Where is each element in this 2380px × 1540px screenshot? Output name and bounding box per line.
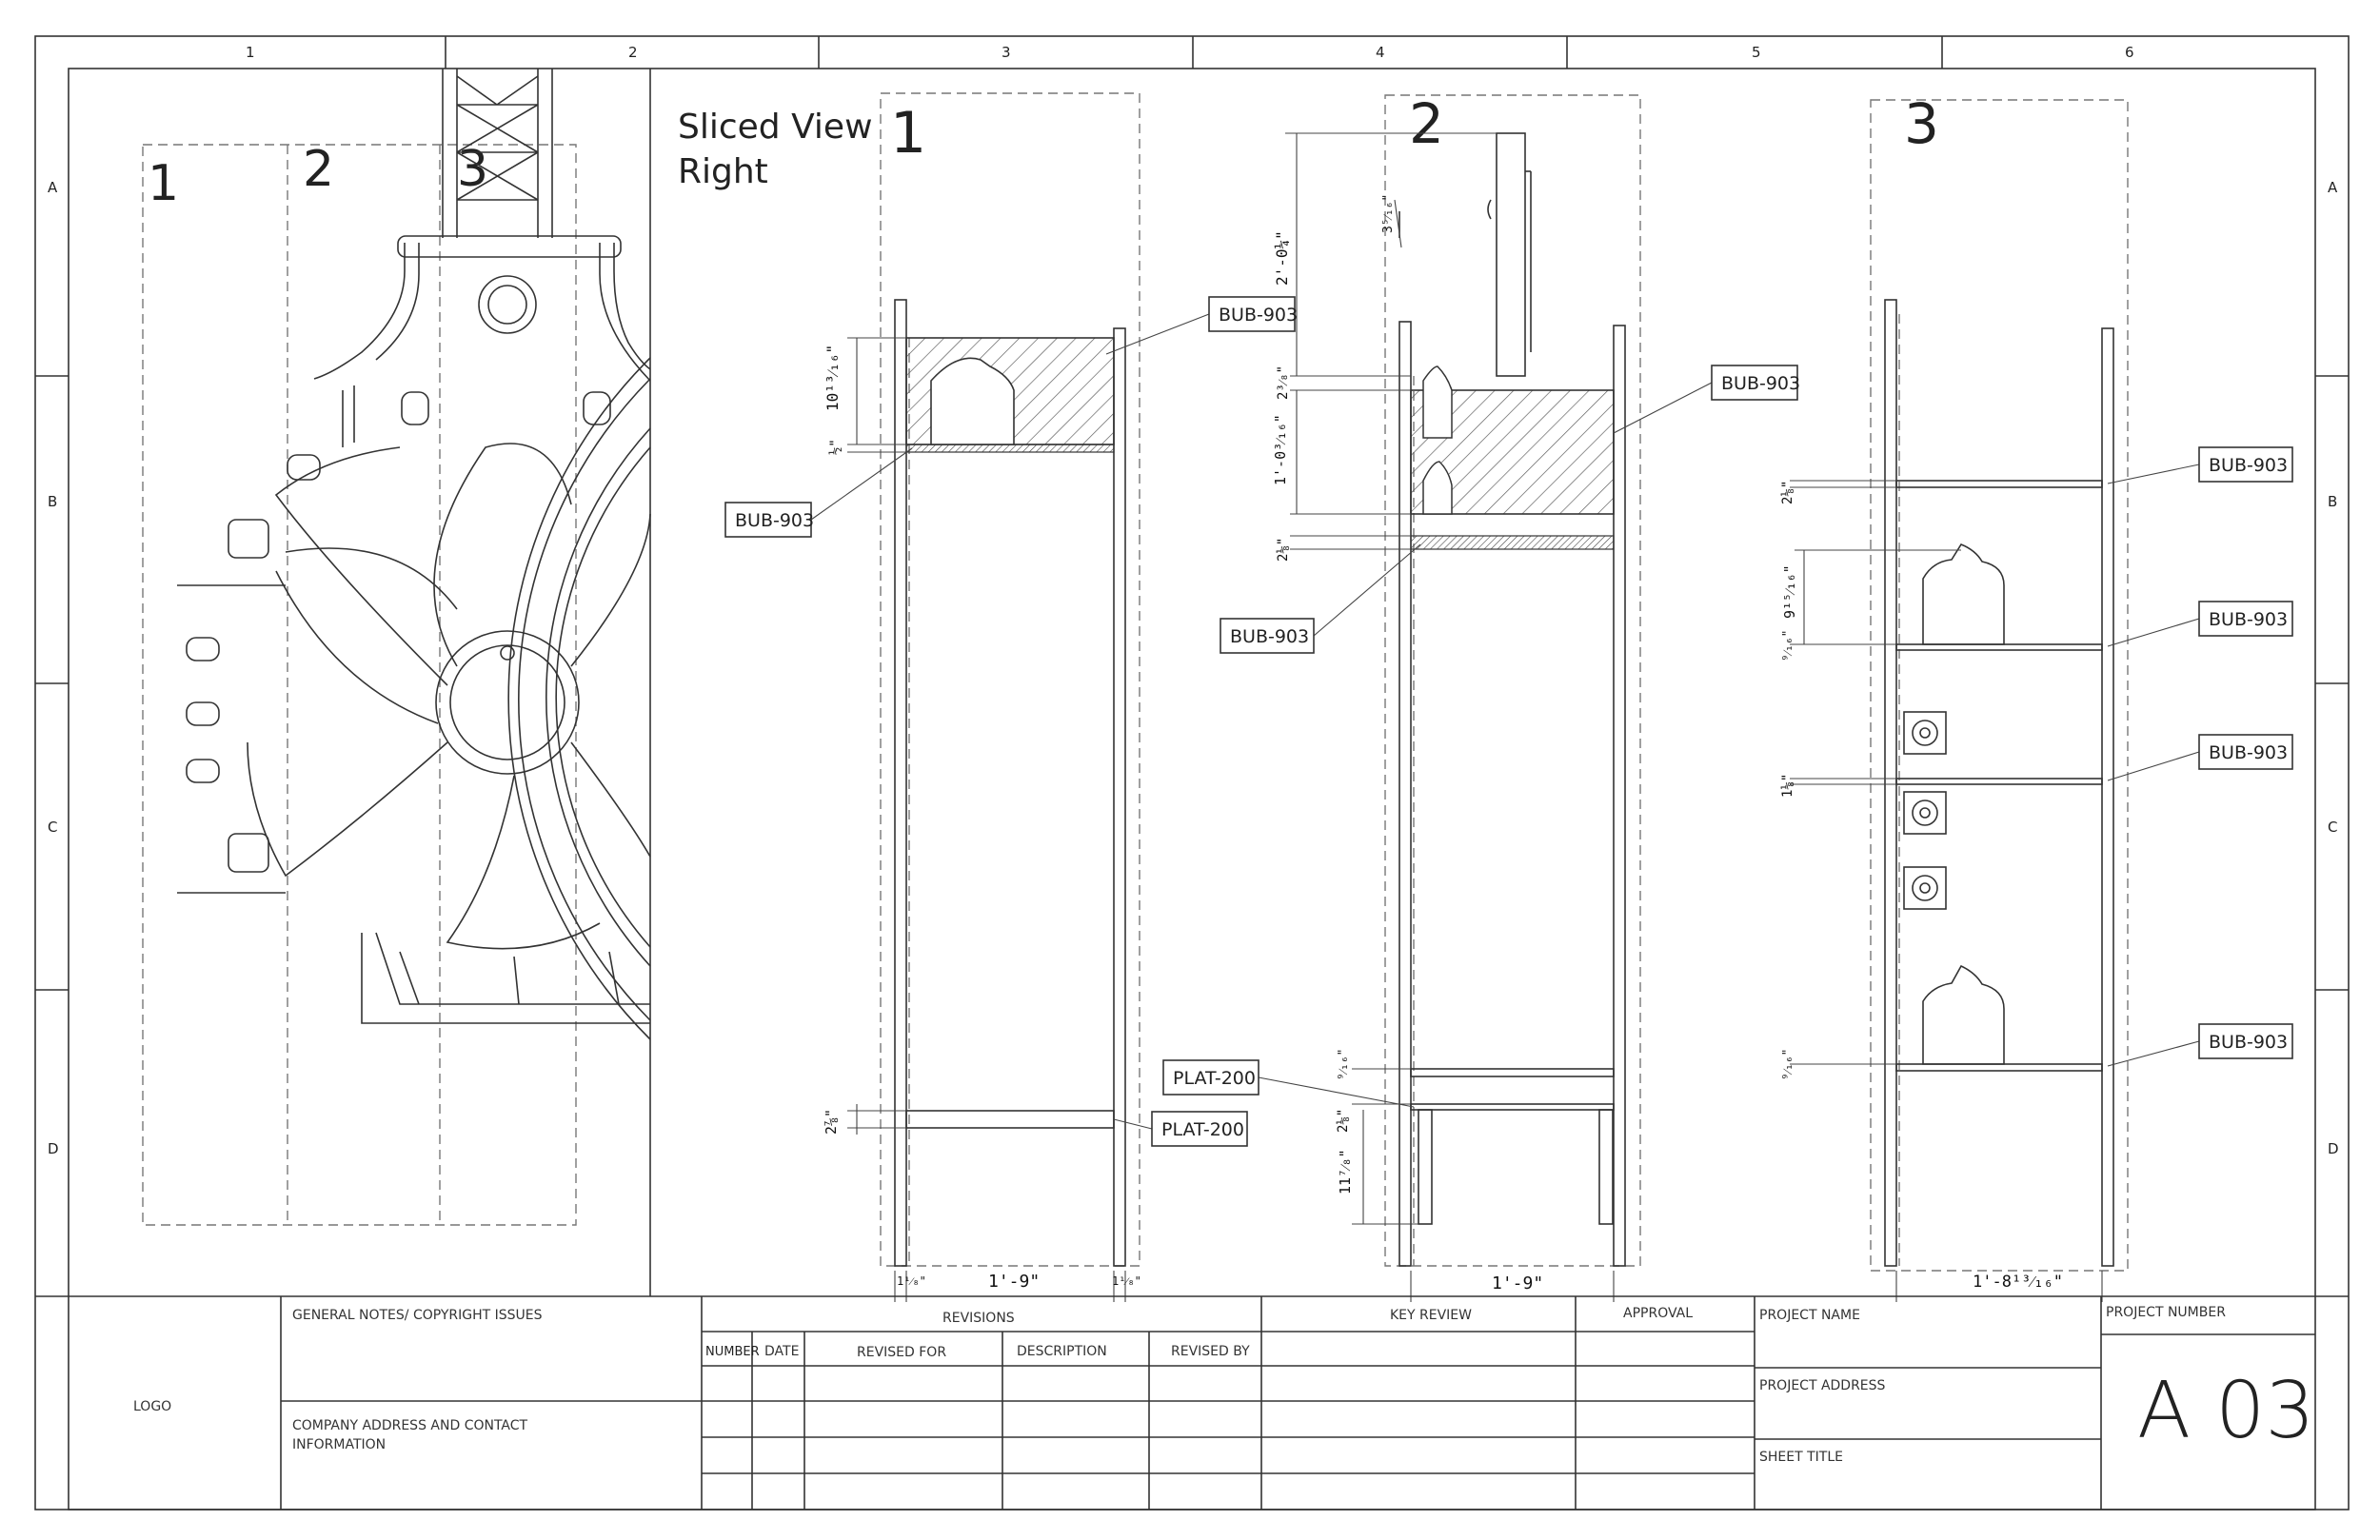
slice-number: 3	[1904, 91, 1939, 156]
dimension-label: 10¹³⁄₁₆"	[823, 345, 842, 411]
dimension-label: ⁹⁄₁₆"	[1781, 630, 1795, 661]
row-label: C	[48, 819, 57, 836]
svg-text:PLAT-200: PLAT-200	[1173, 1068, 1256, 1089]
title-block: LOGO GENERAL NOTES/ COPYRIGHT ISSUES COM…	[35, 1295, 2349, 1510]
view-subtitle: Right	[678, 152, 768, 191]
svg-text:BUB-903: BUB-903	[2209, 1032, 2288, 1053]
callout-tag: BUB-903	[724, 502, 814, 538]
dimension-label: 2⅛"	[1780, 481, 1795, 504]
dimension-label: ⁹⁄₁₆"	[1337, 1049, 1351, 1080]
dimension-label: 2⅛"	[1276, 538, 1291, 562]
slice-2: 2 2'-0¼" 3⁵⁄₁₆" 2³⁄₈" 1'-0³⁄₁₆" 2⅛"	[1272, 91, 1641, 1302]
svg-text:BUB-903: BUB-903	[1219, 305, 1298, 326]
key-review-label: KEY REVIEW	[1390, 1308, 1472, 1323]
logo-placeholder: LOGO	[133, 1399, 171, 1414]
column-label: 6	[2125, 44, 2134, 61]
slice-number: 1	[890, 100, 926, 167]
row-label: A	[2328, 179, 2338, 196]
dimension-label: 2³⁄₈"	[1276, 365, 1291, 400]
ring-fixtures	[177, 385, 611, 894]
row-label: D	[48, 1140, 59, 1157]
column-label: 4	[1376, 44, 1385, 61]
svg-text:BUB-903: BUB-903	[1230, 626, 1309, 647]
dimension-label: 11⁷⁄₈"	[1337, 1149, 1354, 1194]
column-label: 1	[246, 44, 255, 61]
revision-column-header: DESCRIPTION	[1017, 1344, 1107, 1359]
dimension-label: 2'-0¼"	[1273, 230, 1291, 286]
revision-column-header: DATE	[764, 1344, 799, 1359]
row-label: D	[2328, 1140, 2339, 1157]
overview-slice-number: 1	[148, 155, 179, 212]
callout-tag: BUB-903	[2198, 1023, 2293, 1059]
dimension-label: ⁹⁄₁₆"	[1781, 1049, 1795, 1080]
truss-tower	[442, 69, 553, 238]
general-notes-label: GENERAL NOTES/ COPYRIGHT ISSUES	[292, 1308, 543, 1323]
slice-number: 2	[1409, 91, 1444, 156]
project-address-label: PROJECT ADDRESS	[1759, 1378, 1886, 1393]
svg-text:PLAT-200: PLAT-200	[1161, 1119, 1244, 1140]
revision-column-header: REVISED BY	[1171, 1344, 1250, 1359]
svg-text:BUB-903: BUB-903	[2209, 455, 2288, 476]
project-number-label: PROJECT NUMBER	[2106, 1305, 2226, 1320]
callout-tag: BUB-903	[2198, 734, 2293, 770]
project-name-label: PROJECT NAME	[1759, 1308, 1860, 1323]
slice-1: 1 10¹³⁄₁₆" ½" 2⅞" 1'-9" 1¹⁄₈" 1¹⁄₈"	[823, 92, 1141, 1302]
callout-tags: BUB-903 BUB-903 BUB-903 BUB-903 PLAT-200…	[724, 296, 2293, 1147]
company-address-label: INFORMATION	[292, 1437, 386, 1452]
callout-tag: PLAT-200	[1151, 1111, 1248, 1147]
column-labels: 1 2 3 4 5 6	[246, 44, 2134, 61]
sheet-title-label: SHEET TITLE	[1759, 1450, 1843, 1465]
svg-text:BUB-903: BUB-903	[735, 510, 814, 531]
callout-tag: BUB-903	[1208, 296, 1298, 332]
dimension-label: 3⁵⁄₁₆"	[1381, 194, 1396, 233]
view-title: Sliced View	[678, 108, 873, 147]
callout-tag: BUB-903	[1711, 365, 1800, 401]
dimension-label: 9¹⁵⁄₁₆"	[1781, 564, 1798, 619]
company-address-label: COMPANY ADDRESS AND CONTACT	[292, 1418, 528, 1433]
dimension-label: 1'-9"	[988, 1272, 1040, 1292]
dimension-label: 1'-0³⁄₁₆"	[1272, 414, 1289, 485]
row-label: C	[2328, 819, 2337, 836]
row-label: B	[2328, 493, 2337, 510]
row-labels: A B C D A B C D	[48, 179, 2339, 1157]
callout-tag: BUB-903	[2198, 446, 2293, 483]
row-label: B	[48, 493, 57, 510]
overview-panel: 1 2 3	[142, 69, 651, 1296]
callout-tag: PLAT-200	[1162, 1059, 1259, 1096]
column-label: 2	[628, 44, 638, 61]
overview-slice-number: 2	[303, 141, 334, 198]
dimension-label: 2⅛"	[1336, 1109, 1351, 1133]
sheet-border	[34, 35, 2350, 1510]
dimension-label: 1'-8¹³⁄₁₆"	[1973, 1273, 2063, 1292]
dimension-label: 1⅛"	[1780, 774, 1795, 798]
column-label: 3	[1002, 44, 1011, 61]
dimension-label: 1¹⁄₈"	[1112, 1274, 1141, 1288]
dimension-label: 2⅞"	[823, 1109, 840, 1135]
column-label: 5	[1752, 44, 1761, 61]
sheet-number: A 03	[2137, 1366, 2315, 1456]
svg-text:BUB-903: BUB-903	[2209, 609, 2288, 630]
dimension-label: 1¹⁄₈"	[897, 1274, 926, 1288]
row-label: A	[48, 179, 58, 196]
overview-slice-number: 3	[457, 141, 488, 198]
callout-tag: BUB-903	[2198, 601, 2293, 637]
revision-column-header: REVISED FOR	[857, 1345, 946, 1360]
approval-label: APPROVAL	[1623, 1306, 1693, 1321]
revisions-label: REVISIONS	[942, 1311, 1015, 1326]
svg-text:BUB-903: BUB-903	[1721, 373, 1800, 394]
callout-tag: BUB-903	[1220, 618, 1315, 654]
dimension-label: 1'-9"	[1492, 1273, 1543, 1293]
svg-text:BUB-903: BUB-903	[2209, 742, 2288, 763]
dimension-label: ½"	[828, 439, 843, 455]
revision-column-header: NUMBER	[705, 1345, 760, 1359]
slice-3: 3 2⅛" 9¹⁵⁄₁₆" ⁹⁄₁₆" 1⅛" ⁹⁄₁₆"	[1780, 91, 2129, 1302]
